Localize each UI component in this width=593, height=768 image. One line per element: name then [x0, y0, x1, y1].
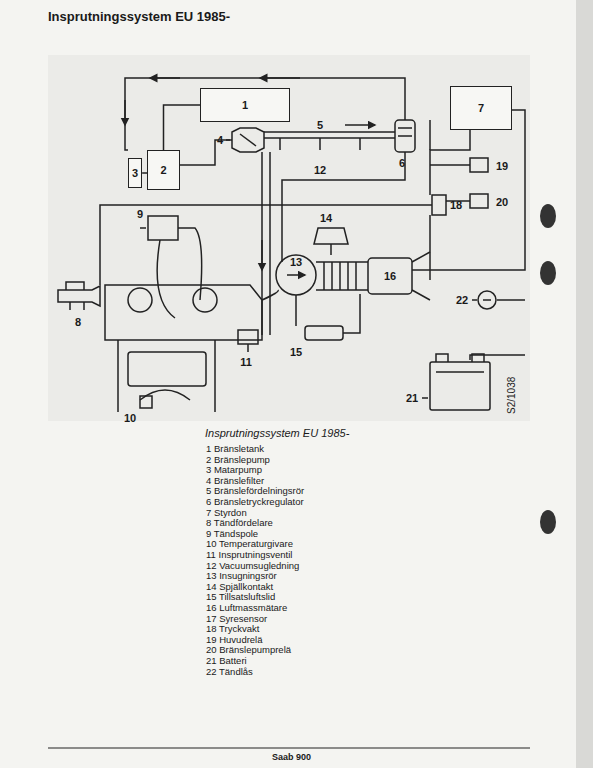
callout-number: 5	[317, 119, 323, 132]
callout-number: 7	[478, 102, 484, 114]
legend-item: 14 Spjällkontakt	[206, 582, 273, 593]
callout-number: 1	[242, 99, 248, 111]
legend-item: 20 Bränslepumprelä	[206, 645, 291, 656]
callout-number: 19	[496, 160, 508, 173]
legend-item: 15 Tillsatsluftslid	[206, 592, 275, 603]
component-box: 3	[128, 158, 142, 188]
legend-item: 16 Luftmassmätare	[206, 603, 287, 614]
page-title: Insprutningssystem EU 1985-	[48, 10, 230, 25]
callout-number: 22	[456, 294, 468, 307]
legend-item: 10 Temperaturgivare	[206, 539, 293, 550]
callout-number: 21	[406, 392, 418, 405]
legend-item: 19 Huvudrelä	[206, 635, 263, 646]
drawing-number: S2/1038	[506, 377, 518, 414]
callout-number: 6	[399, 157, 405, 170]
callout-number: 8	[75, 316, 81, 329]
callout-number: 13	[290, 256, 302, 269]
component-box: 2	[147, 150, 180, 190]
legend-item: 5 Bränslefördelningsrör	[206, 486, 304, 497]
legend-item: 3 Matarpump	[206, 465, 262, 476]
legend-item: 21 Batteri	[206, 656, 247, 667]
figure-caption: Insprutningssystem EU 1985-	[205, 427, 349, 440]
legend-item: 18 Tryckvakt	[206, 624, 259, 635]
callout-number: 16	[384, 270, 396, 283]
legend-item: 2 Bränslepump	[206, 455, 270, 466]
callout-number: 11	[240, 356, 252, 369]
legend-item: 12 Vacuumsugledning	[206, 561, 299, 572]
legend-item: 8 Tändfördelare	[206, 518, 273, 529]
legend-item: 6 Bränsletryckregulator	[206, 497, 304, 508]
fuel-line	[164, 105, 201, 150]
callout-number: 18	[450, 199, 462, 212]
legend-item: 11 Insprutningsventil	[206, 550, 292, 561]
page-footer: Saab 900	[272, 752, 311, 762]
legend-item: 22 Tändlås	[206, 667, 253, 678]
legend-item: 13 Insugningsrör	[206, 571, 277, 582]
callout-number: 9	[137, 208, 143, 221]
legend-item: 1 Bränsletank	[206, 444, 264, 455]
legend-item: 7 Styrdon	[206, 508, 247, 519]
legend-item: 9 Tändspole	[206, 529, 258, 540]
callout-number: 14	[320, 212, 332, 225]
callout-number: 20	[496, 196, 508, 209]
legend-item: 17 Syresensor	[206, 614, 267, 625]
callout-number: 12	[314, 164, 326, 177]
callout-number: 3	[132, 167, 138, 179]
callout-number: 15	[290, 346, 302, 359]
legend-item: 4 Bränslefilter	[206, 476, 264, 487]
callout-number: 2	[160, 164, 166, 176]
control-unit: 7	[450, 86, 512, 130]
callout-number: 10	[124, 412, 136, 425]
component-box: 1	[200, 88, 290, 122]
callout-number: 4	[217, 134, 223, 147]
